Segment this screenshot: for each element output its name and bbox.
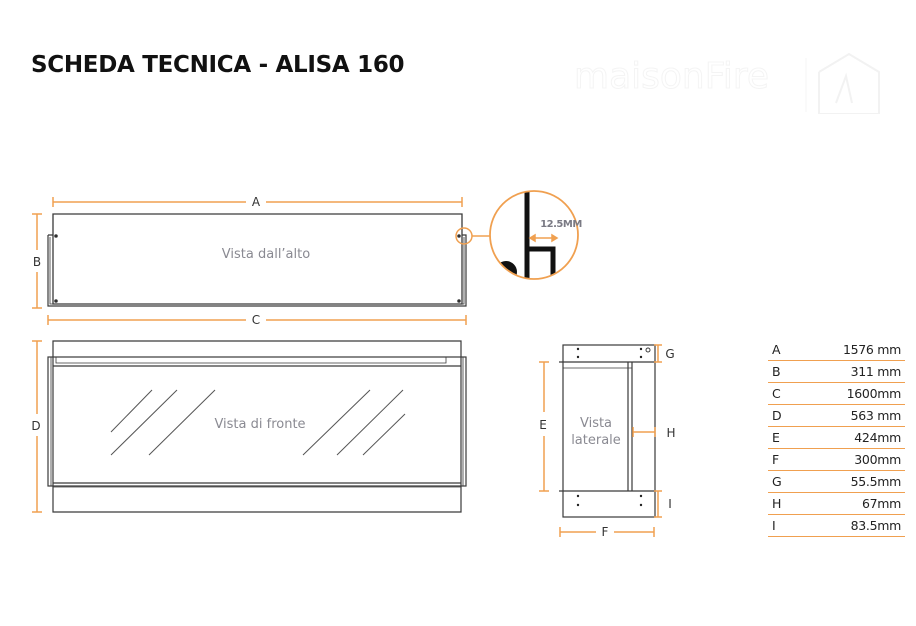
spec-value: 1600mm bbox=[792, 382, 905, 405]
spec-value: 83.5mm bbox=[792, 514, 905, 537]
dimension-i bbox=[654, 490, 662, 518]
brand-logo-text: maisonFire bbox=[574, 56, 769, 97]
spec-key: H bbox=[768, 492, 793, 515]
spec-key: D bbox=[768, 404, 793, 427]
spec-value: 311 mm bbox=[792, 360, 905, 383]
dimension-b bbox=[32, 213, 42, 309]
spec-value: 424mm bbox=[792, 426, 905, 449]
dimension-h-label: H bbox=[666, 426, 675, 440]
spec-value: 67mm bbox=[792, 492, 905, 515]
dimension-d-label: D bbox=[31, 419, 40, 433]
spec-key: I bbox=[768, 514, 793, 537]
top-view-label: Vista dall’alto bbox=[222, 247, 310, 262]
dimension-g bbox=[654, 344, 662, 363]
spec-key: A bbox=[768, 339, 793, 361]
detail-callout bbox=[455, 190, 579, 280]
dimension-c bbox=[47, 315, 467, 325]
spec-value: 55.5mm bbox=[792, 470, 905, 493]
dimension-b-label: B bbox=[33, 255, 41, 269]
dimension-c-label: C bbox=[252, 313, 260, 327]
dimension-e-label: E bbox=[539, 418, 547, 432]
page-title: SCHEDA TECNICA - ALISA 160 bbox=[31, 52, 405, 78]
spec-key: B bbox=[768, 360, 793, 383]
dimension-g-label: G bbox=[665, 347, 674, 361]
side-view-dots bbox=[576, 347, 643, 507]
brand-logo: maisonFire bbox=[574, 52, 880, 114]
spec-value: 1576 mm bbox=[792, 339, 905, 361]
house-flame-icon bbox=[818, 52, 880, 114]
dimension-h bbox=[632, 427, 656, 437]
side-view-label-line2: laterale bbox=[571, 433, 621, 448]
dimension-e bbox=[539, 361, 549, 492]
dimension-a bbox=[52, 197, 463, 207]
glass-reflection-marks bbox=[110, 389, 406, 456]
spec-key: C bbox=[768, 382, 793, 405]
detail-label: 12.5MM bbox=[540, 219, 582, 230]
dimension-f bbox=[559, 527, 655, 537]
spec-value: 563 mm bbox=[792, 404, 905, 427]
dimension-a-label: A bbox=[252, 195, 261, 209]
dimension-f-label: F bbox=[602, 525, 609, 539]
side-view-label-line1: Vista bbox=[580, 416, 612, 431]
front-view-label: Vista di fronte bbox=[214, 417, 305, 432]
spec-key: F bbox=[768, 448, 793, 471]
front-view bbox=[47, 340, 467, 513]
spec-key: G bbox=[768, 470, 793, 493]
spec-value: 300mm bbox=[792, 448, 905, 471]
side-view bbox=[559, 344, 656, 518]
dimension-i-label: I bbox=[668, 497, 672, 511]
dimension-d bbox=[32, 340, 42, 513]
spec-key: E bbox=[768, 426, 793, 449]
top-view bbox=[47, 213, 467, 307]
